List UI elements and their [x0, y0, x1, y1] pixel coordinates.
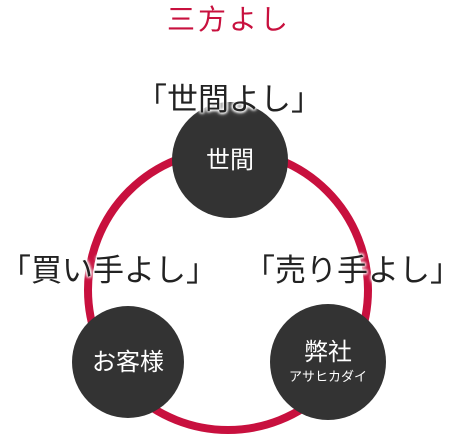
node-seken-label: 世間	[206, 146, 254, 174]
label-urite-yoshi: 「売り手よし」	[244, 253, 458, 289]
node-heisha: 弊社 アサヒカダイ	[270, 304, 386, 420]
node-heisha-sublabel: アサヒカダイ	[288, 370, 367, 385]
label-seken-yoshi: 「世間よし」	[136, 82, 322, 118]
node-okyaku-label: お客様	[92, 348, 164, 376]
label-kaite-yoshi: 「買い手よし」	[0, 253, 217, 289]
node-okyaku: お客様	[72, 306, 184, 418]
diagram-title: 三方よし	[166, 3, 291, 36]
node-seken: 世間	[172, 102, 288, 218]
node-heisha-label: 弊社	[304, 338, 352, 366]
